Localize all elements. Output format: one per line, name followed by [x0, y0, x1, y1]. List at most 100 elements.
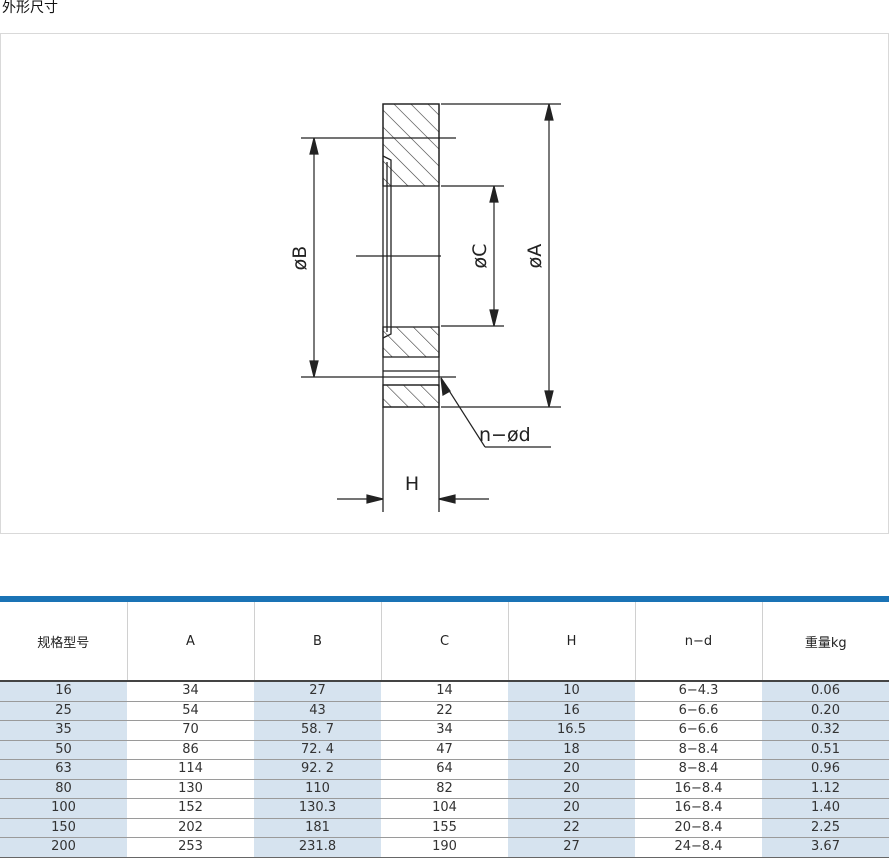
table-cell: 22 [508, 818, 635, 838]
table-cell: 100 [0, 798, 127, 819]
table-cell: 16 [0, 681, 127, 702]
dimension-lines [309, 103, 554, 504]
dim-a-arrow-top [544, 103, 554, 121]
flange-drawing-svg: øB øC øA n−ød H [289, 103, 561, 512]
hole-leader-arrow [440, 377, 451, 396]
table-cell: 181 [254, 818, 381, 838]
dim-a-arrow-bottom [544, 390, 554, 408]
table-cell: 200 [0, 837, 127, 858]
table-cell: 8−8.4 [635, 759, 762, 780]
table-cell: 70 [127, 720, 254, 741]
label-height: H [405, 473, 419, 495]
label-dia-c: øC [469, 244, 491, 269]
table-cell: 14 [381, 681, 508, 702]
table-cell: 231.8 [254, 837, 381, 858]
table-cell: 253 [127, 837, 254, 858]
table-cell: 34 [127, 681, 254, 702]
table-cell: 0.96 [762, 759, 889, 780]
table-cell: 58. 7 [254, 720, 381, 741]
bore-chamfer [382, 155, 392, 339]
table-cell: 130 [127, 779, 254, 799]
table-cell: 1.40 [762, 798, 889, 819]
table-top-bar [0, 596, 889, 602]
table-cell: 152 [127, 798, 254, 819]
table-cell: 0.32 [762, 720, 889, 741]
table-cell: 6−4.3 [635, 681, 762, 702]
lower-hatch [382, 326, 440, 358]
table-cell: 54 [127, 701, 254, 721]
table-cell: 3.67 [762, 837, 889, 858]
dim-c-arrow-bottom [489, 309, 499, 327]
table-cell: 2.25 [762, 818, 889, 838]
table-cell: 16−8.4 [635, 798, 762, 819]
table-cell: 0.20 [762, 701, 889, 721]
dim-h-arrow-right [438, 494, 456, 504]
table-cell: 104 [381, 798, 508, 819]
dim-b-arrow-bottom [309, 360, 319, 378]
col-header-weight: 重量kg [762, 602, 889, 681]
table-cell: 190 [381, 837, 508, 858]
section-title: 外形尺寸 [2, 0, 58, 16]
table-cell: 20 [508, 759, 635, 780]
table-cell: 92. 2 [254, 759, 381, 780]
label-holes: n−ød [479, 424, 531, 446]
table-cell: 110 [254, 779, 381, 799]
table-cell: 20 [508, 798, 635, 819]
table-cell: 64 [381, 759, 508, 780]
upper-hatch [382, 103, 440, 187]
table-cell: 72. 4 [254, 740, 381, 760]
col-header-h: H [508, 602, 636, 681]
table-cell: 6−6.6 [635, 720, 762, 741]
table-cell: 202 [127, 818, 254, 838]
table-cell: 130.3 [254, 798, 381, 819]
table-cell: 80 [0, 779, 127, 799]
table-cell: 18 [508, 740, 635, 760]
table-cell: 150 [0, 818, 127, 838]
col-header-c: C [381, 602, 509, 681]
dim-c-arrow-top [489, 185, 499, 203]
col-header-nd: n−d [635, 602, 763, 681]
table-cell: 6−6.6 [635, 701, 762, 721]
table-cell: 47 [381, 740, 508, 760]
table-cell: 50 [0, 740, 127, 760]
table-cell: 16−8.4 [635, 779, 762, 799]
table-cell: 43 [254, 701, 381, 721]
table-cell: 27 [508, 837, 635, 858]
dim-b-arrow-top [309, 137, 319, 155]
table-cell: 0.51 [762, 740, 889, 760]
table-cell: 63 [0, 759, 127, 780]
table-cell: 16.5 [508, 720, 635, 741]
table-cell: 114 [127, 759, 254, 780]
table-cell: 10 [508, 681, 635, 702]
col-header-model: 规格型号 [0, 602, 128, 681]
table-cell: 20 [508, 779, 635, 799]
table-cell: 1.12 [762, 779, 889, 799]
table-cell: 27 [254, 681, 381, 702]
flange-dimension-drawing: øB øC øA n−ød H [0, 33, 889, 534]
table-cell: 8−8.4 [635, 740, 762, 760]
table-cell: 35 [0, 720, 127, 741]
table-cell: 0.06 [762, 681, 889, 702]
table-cell: 16 [508, 701, 635, 721]
label-dia-b: øB [289, 246, 311, 271]
dim-h-arrow-left [366, 494, 384, 504]
table-cell: 34 [381, 720, 508, 741]
label-dia-a: øA [524, 244, 546, 269]
table-header-row: 规格型号 A B C H n−d 重量kg [0, 602, 889, 681]
table-cell: 24−8.4 [635, 837, 762, 858]
table-cell: 20−8.4 [635, 818, 762, 838]
col-header-a: A [127, 602, 255, 681]
table-cell: 155 [381, 818, 508, 838]
